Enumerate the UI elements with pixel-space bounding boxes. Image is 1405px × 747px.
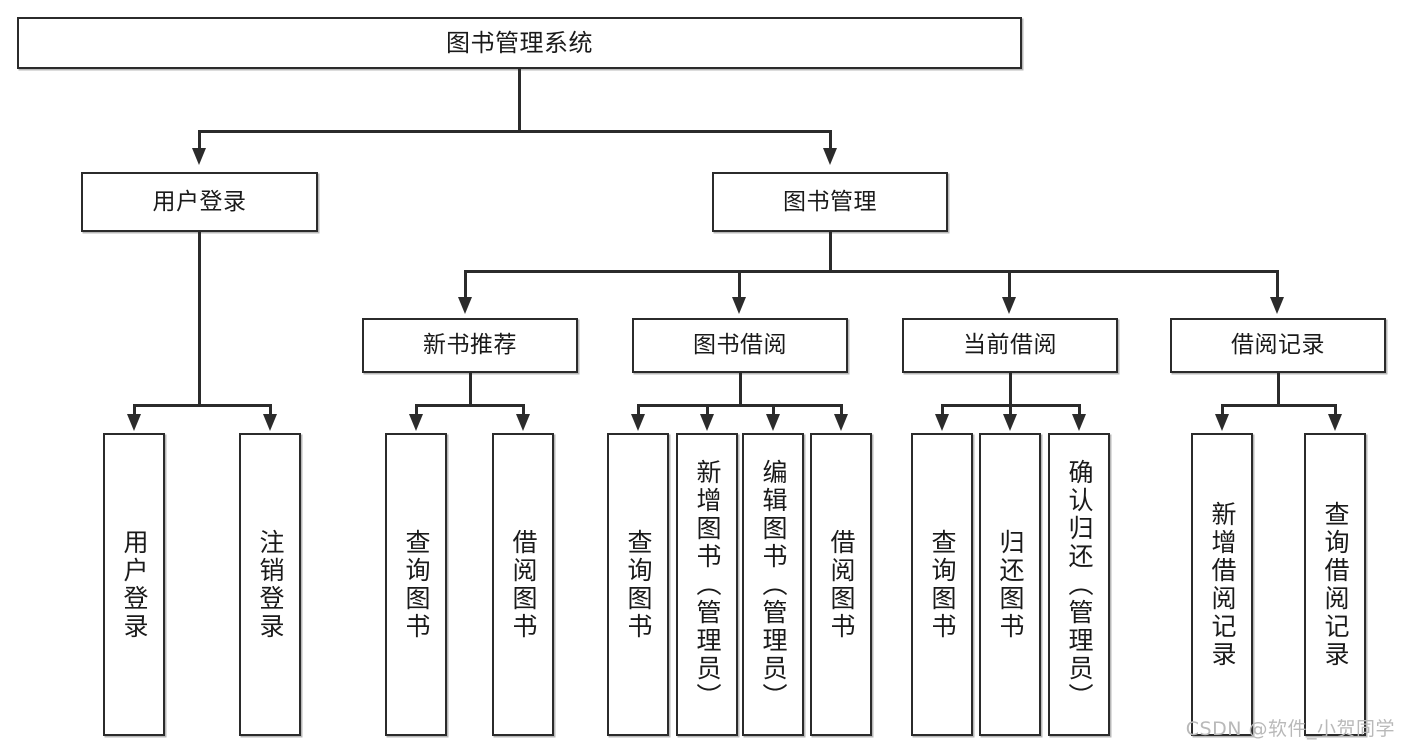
connector-level2-bus — [198, 130, 831, 133]
connector-drop-current-borrow — [1008, 270, 1011, 300]
node-label: 新书推荐 — [423, 332, 517, 358]
connector-level3-bus — [464, 270, 1278, 273]
node-leaf-query-book-recommend[interactable]: 查询图书 — [385, 433, 447, 736]
node-label: 确认归还（管理员） — [1065, 458, 1094, 711]
connector-drop-leaf-edit-book — [772, 404, 775, 417]
node-label: 当前借阅 — [963, 332, 1057, 358]
node-label: 借阅图书 — [827, 528, 856, 641]
connector-root-stem — [518, 69, 521, 131]
node-label: 查询图书 — [928, 528, 957, 641]
node-leaf-query-book-borrow[interactable]: 查询图书 — [607, 433, 669, 736]
connector-drop-leaf-return-book — [1009, 404, 1012, 417]
arrowhead-leaf-return-book — [1003, 414, 1017, 431]
node-label: 用户登录 — [152, 188, 247, 215]
arrowhead-leaf-query-record — [1328, 414, 1342, 431]
node-leaf-logout-login[interactable]: 注销登录 — [239, 433, 301, 736]
arrowhead-leaf-confirm-return — [1072, 414, 1086, 431]
connector-drop-user-login — [198, 130, 201, 154]
connector-drop-leaf-add-record — [1221, 404, 1224, 417]
connector-drop-leaf-confirm-return — [1078, 404, 1081, 417]
node-label: 用户登录 — [120, 528, 149, 641]
connector-drop-book-management — [829, 130, 832, 154]
connector-drop-leaf-borrow-book-1 — [522, 404, 525, 417]
node-root-library-system[interactable]: 图书管理系统 — [17, 17, 1022, 69]
connector-drop-leaf-user-login — [133, 404, 136, 417]
arrowhead-leaf-add-record — [1215, 414, 1229, 431]
connector-drop-leaf-query-record — [1334, 404, 1337, 417]
node-label: 新增借阅记录 — [1208, 500, 1237, 669]
arrowhead-leaf-query-book-3 — [935, 414, 949, 431]
node-label: 编辑图书（管理员） — [759, 458, 788, 711]
node-label: 图书管理 — [783, 188, 877, 215]
connector-drop-leaf-borrow-book-2 — [840, 404, 843, 417]
arrowhead-new-book-recommend — [458, 297, 472, 314]
connector-new-book-recommend-stem — [469, 373, 472, 406]
node-label: 图书借阅 — [693, 332, 787, 358]
node-label: 借阅图书 — [509, 528, 538, 641]
node-borrow-record[interactable]: 借阅记录 — [1170, 318, 1386, 373]
node-leaf-return-book[interactable]: 归还图书 — [979, 433, 1041, 736]
node-book-borrow[interactable]: 图书借阅 — [632, 318, 848, 373]
connector-user-login-bus — [133, 404, 272, 407]
connector-book-borrow-stem — [739, 373, 742, 406]
connector-drop-book-borrow — [738, 270, 741, 300]
arrowhead-leaf-add-book — [700, 414, 714, 431]
arrowhead-leaf-borrow-book-1 — [516, 414, 530, 431]
connector-drop-leaf-add-book — [706, 404, 709, 417]
connector-drop-leaf-query-book-2 — [637, 404, 640, 417]
arrowhead-leaf-query-book-1 — [409, 414, 423, 431]
connector-drop-new-book-recommend — [464, 270, 467, 300]
node-label: 查询图书 — [624, 528, 653, 641]
arrowhead-current-borrow — [1002, 297, 1016, 314]
node-leaf-borrow-book[interactable]: 借阅图书 — [810, 433, 872, 736]
node-leaf-confirm-return[interactable]: 确认归还（管理员） — [1048, 433, 1110, 736]
arrowhead-user-login — [192, 148, 206, 165]
connector-drop-leaf-query-book-1 — [415, 404, 418, 417]
arrowhead-leaf-user-login — [127, 414, 141, 431]
node-leaf-add-book[interactable]: 新增图书（管理员） — [676, 433, 738, 736]
connector-book-management-stem — [829, 232, 832, 272]
node-label: 查询借阅记录 — [1321, 500, 1350, 669]
node-leaf-user-login[interactable]: 用户登录 — [103, 433, 165, 736]
node-label: 归还图书 — [996, 528, 1025, 641]
connector-drop-leaf-query-book-3 — [941, 404, 944, 417]
node-new-book-recommend[interactable]: 新书推荐 — [362, 318, 578, 373]
node-leaf-add-borrow-record[interactable]: 新增借阅记录 — [1191, 433, 1253, 736]
connector-drop-leaf-logout-login — [269, 404, 272, 417]
arrowhead-book-management — [823, 148, 837, 165]
arrowhead-borrow-record — [1270, 297, 1284, 314]
connector-current-borrow-stem — [1009, 373, 1012, 406]
node-user-login[interactable]: 用户登录 — [81, 172, 318, 232]
arrowhead-leaf-query-book-2 — [631, 414, 645, 431]
arrowhead-leaf-edit-book — [766, 414, 780, 431]
arrowhead-leaf-borrow-book-2 — [834, 414, 848, 431]
arrowhead-book-borrow — [732, 297, 746, 314]
connector-new-book-recommend-bus — [415, 404, 525, 407]
arrowhead-leaf-logout-login — [263, 414, 277, 431]
node-book-management[interactable]: 图书管理 — [712, 172, 948, 232]
node-leaf-query-borrow-record[interactable]: 查询借阅记录 — [1304, 433, 1366, 736]
connector-borrow-record-stem — [1277, 373, 1280, 406]
node-current-borrow[interactable]: 当前借阅 — [902, 318, 1118, 373]
connector-user-login-stem — [198, 232, 201, 406]
node-label: 新增图书（管理员） — [693, 458, 722, 711]
connector-borrow-record-bus — [1221, 404, 1337, 407]
connector-drop-borrow-record — [1276, 270, 1279, 300]
node-leaf-query-book-current[interactable]: 查询图书 — [911, 433, 973, 736]
node-leaf-edit-book[interactable]: 编辑图书（管理员） — [742, 433, 804, 736]
node-label: 注销登录 — [256, 528, 285, 641]
node-leaf-borrow-book-recommend[interactable]: 借阅图书 — [492, 433, 554, 736]
connector-book-borrow-bus — [637, 404, 842, 407]
node-label: 图书管理系统 — [446, 29, 593, 57]
node-label: 借阅记录 — [1231, 332, 1325, 358]
node-label: 查询图书 — [402, 528, 431, 641]
